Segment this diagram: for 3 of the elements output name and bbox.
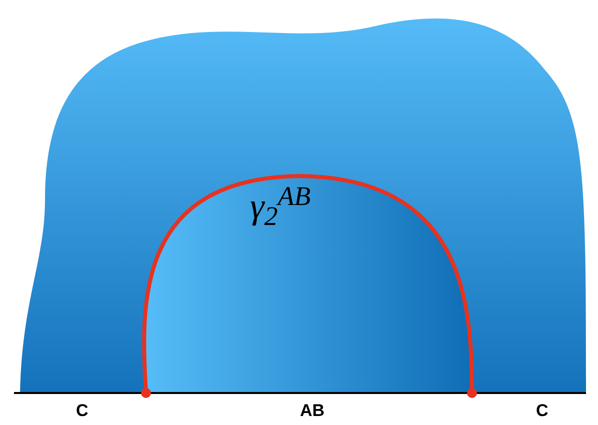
segment-label: C bbox=[76, 402, 88, 419]
segment-label: AB bbox=[300, 402, 325, 419]
segment-label: C bbox=[536, 402, 548, 419]
